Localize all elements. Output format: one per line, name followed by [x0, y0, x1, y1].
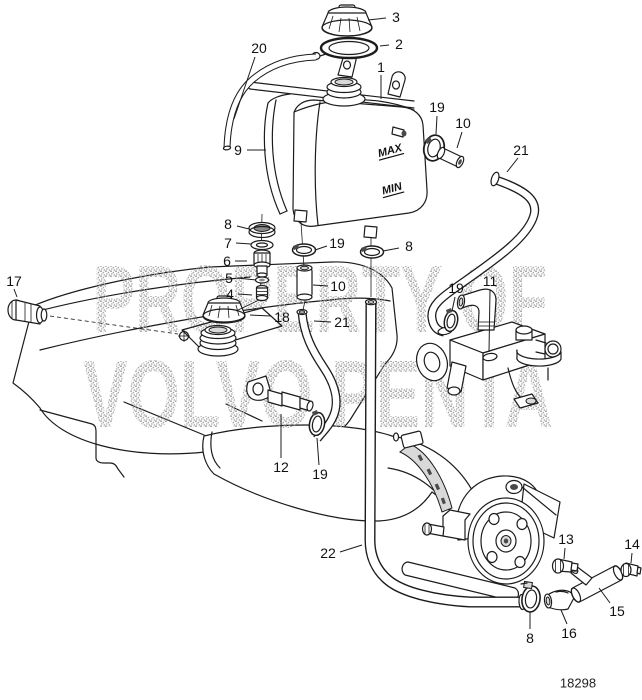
valve-parts-stack	[235, 213, 276, 312]
callout-16-leader-27	[560, 609, 568, 625]
elbow-fitting-11	[456, 288, 497, 331]
callout-13-leader-24	[563, 547, 566, 560]
callout-22-label-23: 22	[320, 545, 336, 561]
seal-ring-2	[311, 36, 379, 61]
callout-15-label-26: 15	[609, 603, 625, 619]
callout-8-leader-14	[382, 247, 400, 252]
hose-21-center	[296, 308, 341, 442]
hose-clamp-19-low	[308, 410, 326, 437]
callout-18-leader-17	[249, 314, 272, 317]
callout-9-label-4: 9	[234, 142, 242, 158]
callout-21-leader-18	[313, 320, 332, 323]
callout-19-leader-5	[435, 115, 438, 135]
callout-13-label-24: 13	[558, 531, 574, 547]
filler-neck	[197, 324, 239, 357]
hose-clamp-19-mid	[443, 308, 459, 333]
tank-strap-9	[263, 93, 291, 215]
callout-19-label-22: 19	[312, 466, 328, 482]
pressure-cap-3	[321, 4, 373, 37]
expansion-tank: MAX MIN	[292, 76, 428, 239]
callout-8-label-28: 8	[526, 630, 534, 646]
plug-13	[551, 558, 579, 574]
overflow-hose-20	[222, 53, 317, 151]
callout-21-label-7: 21	[513, 142, 529, 158]
tank-outlet-right	[422, 134, 540, 337]
water-pump	[401, 475, 561, 602]
connector-10-center	[296, 264, 313, 311]
hose-clamp-8-bottom	[520, 580, 541, 613]
callout-10-leader-6	[456, 131, 463, 149]
figure-number: 18298	[560, 676, 596, 691]
callout-16-label-27: 16	[561, 625, 577, 641]
callout-19-leader-22	[316, 437, 320, 466]
tank-outlet-left	[291, 221, 385, 442]
bypass-fittings	[520, 558, 642, 613]
nipple-4	[255, 284, 269, 302]
callout-10-label-15: 10	[330, 278, 346, 294]
callout-6-label-10: 6	[223, 253, 231, 269]
callout-10-leader-15	[312, 284, 329, 287]
filler-cap-18	[202, 295, 246, 324]
callout-14-label-25: 14	[624, 536, 640, 552]
callout-3-leader-0	[367, 17, 387, 21]
plug-14	[620, 562, 642, 578]
callout-10-label-6: 10	[455, 115, 471, 131]
valve-6	[253, 249, 271, 278]
callout-20-leader-3	[233, 56, 256, 120]
callout-11-label-19: 11	[483, 273, 498, 289]
callout-7-leader-9	[235, 242, 252, 245]
callout-18-label-17: 18	[274, 309, 290, 325]
callout-17-leader-16	[13, 288, 18, 298]
callout-21-leader-7	[506, 157, 519, 173]
callout-22-leader-23	[339, 544, 363, 553]
hose-clamp-19-under	[291, 243, 317, 257]
callout-19-label-5: 19	[429, 99, 445, 115]
hose-21-right	[427, 171, 540, 337]
callout-19-leader-20	[451, 296, 456, 312]
callout-19-leader-13	[314, 245, 328, 251]
callout-17-label-16: 17	[6, 273, 22, 289]
callout-8-label-8: 8	[224, 216, 232, 232]
callout-5-leader-11	[236, 277, 257, 281]
callout-4-label-12: 4	[226, 286, 234, 302]
callout-11-leader-19	[488, 289, 491, 353]
callout-19-label-20: 19	[448, 280, 464, 296]
drain-plug-17	[7, 299, 190, 342]
bellows-clamp	[392, 430, 453, 513]
callout-20-label-3: 20	[251, 40, 267, 56]
callout-3-label-0: 3	[392, 9, 400, 25]
grommet-8	[248, 221, 276, 239]
callout-5-label-11: 5	[225, 270, 233, 286]
hose-clamp-8-under	[359, 245, 385, 259]
washer-7	[250, 239, 274, 251]
connector-10-top	[436, 146, 465, 169]
callout-12-label-21: 12	[273, 459, 289, 475]
callout-1-label-2: 1	[377, 59, 385, 75]
elbow-16	[543, 589, 576, 611]
callout-21-label-18: 21	[334, 314, 350, 330]
callout-19-label-13: 19	[329, 235, 345, 251]
expansion-tank-assembly: MAX MIN	[222, 4, 428, 239]
valve-cover-fittings	[7, 295, 283, 357]
pulley	[467, 497, 545, 585]
callout-15-leader-26	[598, 587, 611, 604]
washer-5	[254, 276, 270, 284]
callout-14-leader-25	[630, 552, 633, 564]
callout-2-label-1: 2	[395, 36, 403, 52]
callout-8-leader-8	[236, 225, 250, 230]
callout-4-leader-12	[237, 293, 253, 296]
callout-8-label-14: 8	[405, 238, 413, 254]
return-fitting-12	[246, 375, 326, 437]
callout-7-label-9: 7	[224, 235, 232, 251]
thermostat-housing	[415, 288, 562, 409]
callout-2-leader-1	[379, 44, 390, 47]
